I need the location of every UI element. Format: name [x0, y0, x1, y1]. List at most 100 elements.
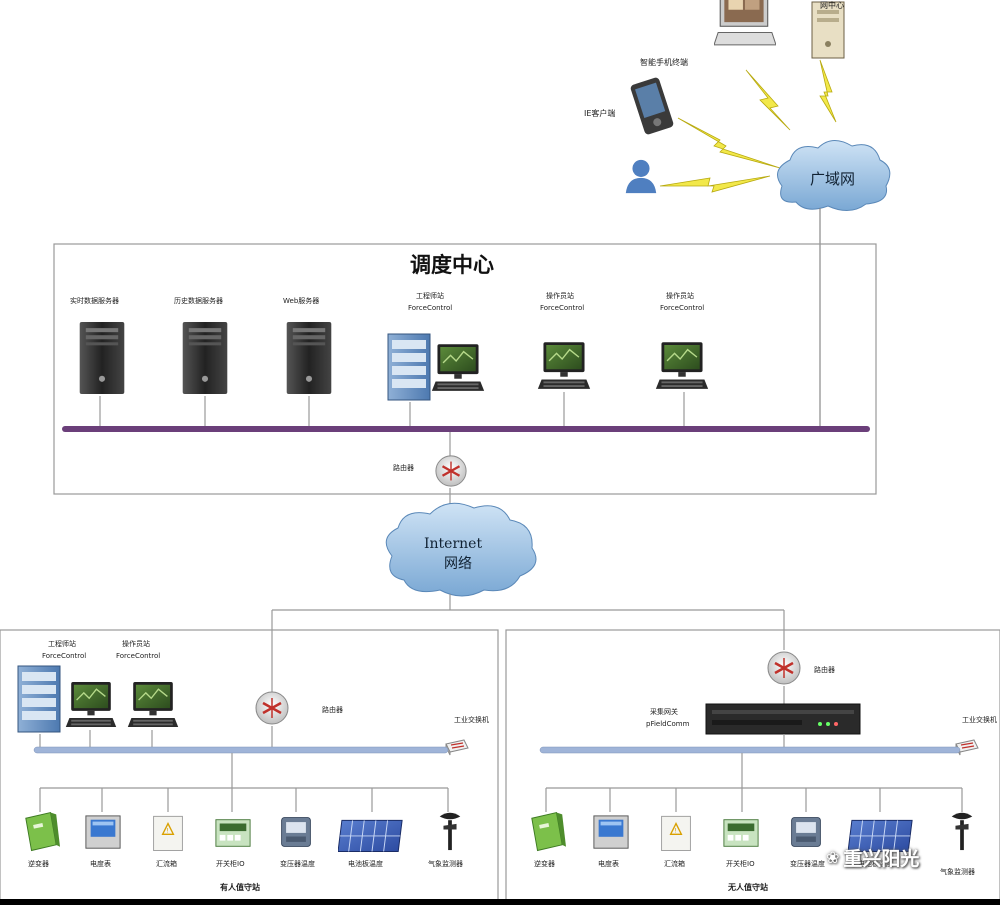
manned-station-title: 有人值守站	[220, 882, 260, 892]
internet-cloud-line2: 网络	[444, 556, 472, 572]
switch-label: 工业交换机	[962, 715, 997, 724]
manned-field-bus	[33, 746, 449, 754]
workstation-icon	[431, 343, 485, 392]
gateway-label: 采集网关	[650, 707, 678, 716]
server-label: Web服务器	[283, 296, 319, 305]
device-label: 开关柜IO	[726, 859, 755, 868]
workstation-sub: ForceControl	[540, 304, 584, 312]
dispatch-center-box	[53, 243, 877, 495]
router-icon	[434, 454, 468, 488]
switchgear-io-icon	[723, 819, 759, 847]
device-label: 电池板温度	[858, 859, 893, 868]
wan-cloud: 广域网	[777, 140, 891, 211]
device-label: 电池板温度	[348, 859, 383, 868]
server-label: 历史数据服务器	[174, 296, 223, 305]
unmanned-device-drops	[545, 788, 963, 812]
pda-icon	[629, 76, 675, 136]
wechat-icon: ❀	[826, 847, 840, 867]
device-label: 汇流箱	[664, 859, 685, 868]
device-label: 气象监测器	[428, 859, 463, 868]
switchgear-io-icon	[215, 819, 251, 847]
inverter-icon	[531, 812, 566, 852]
combiner-box-icon	[152, 815, 184, 852]
combiner-box-icon	[660, 815, 692, 852]
workstation-sub: ForceControl	[408, 304, 452, 312]
device-label: 变压器温度	[790, 859, 825, 868]
manned-drops-up	[39, 726, 273, 748]
lightning-icon	[745, 69, 791, 131]
router-label: 路由器	[814, 665, 835, 674]
bus-drops	[99, 392, 685, 428]
pda-label: 智能手机终端	[640, 57, 688, 67]
device-label: 逆变器	[534, 859, 555, 868]
lightning-links	[659, 59, 837, 193]
device-label: 开关柜IO	[216, 859, 245, 868]
meter-icon	[593, 815, 629, 849]
watermark: ❀ 重兴阳光	[826, 842, 986, 872]
lightning-icon	[819, 59, 837, 123]
server-label: 实时数据服务器	[70, 296, 119, 305]
server-tower-icon	[182, 322, 228, 394]
device-label: 电度表	[90, 859, 111, 868]
server-tower-icon	[79, 322, 125, 394]
dispatch-bus	[62, 426, 870, 432]
watermark-text: 重兴阳光	[843, 847, 920, 870]
router-label: 路由器	[393, 463, 414, 472]
lightning-icon	[659, 175, 771, 193]
router-icon	[766, 650, 802, 686]
workstation-label: 操作员站	[122, 639, 150, 648]
top-center-label: 网中心	[820, 0, 844, 10]
weather-station-icon	[439, 812, 461, 851]
user-icon	[625, 159, 657, 194]
workstation-icon	[655, 341, 709, 390]
switch-icon	[445, 739, 469, 756]
router-icon	[254, 690, 290, 726]
bottom-bar	[0, 899, 1000, 905]
ie-client-label: IE客户端	[584, 108, 615, 118]
workstation-label: 工程师站	[416, 291, 444, 300]
device-label: 气象监测器	[940, 867, 975, 876]
device-label: 电度表	[598, 859, 619, 868]
transformer-icon	[791, 817, 821, 847]
internet-cloud: Internet 网络	[385, 502, 537, 597]
distribution-lines	[271, 594, 785, 692]
remote-clients: 网中心 智能手机终端 IE客户端 广域网	[584, 0, 891, 428]
workstation-label: 工程师站	[48, 639, 76, 648]
workstation-label: 操作员站	[666, 291, 694, 300]
unmanned-field-bus	[539, 746, 961, 754]
manned-device-drops	[39, 788, 449, 812]
workstation-sub: ForceControl	[42, 652, 86, 660]
device-label: 逆变器	[28, 859, 49, 868]
server-tower-icon	[286, 322, 332, 394]
top-server-icon	[811, 1, 845, 59]
top-pc-icon	[714, 0, 776, 46]
unmanned-station-title: 无人值守站	[727, 882, 768, 892]
unmanned-station-box	[505, 629, 1000, 905]
blue-server-icon	[17, 665, 61, 733]
transformer-icon	[281, 817, 311, 847]
wan-cloud-label: 广域网	[810, 170, 855, 188]
manned-station: 工程师站 ForceControl 操作员站 ForceControl 路由器 …	[0, 629, 499, 905]
device-label: 变压器温度	[280, 859, 315, 868]
solar-panel-icon	[338, 819, 403, 852]
workstation-sub: ForceControl	[116, 652, 160, 660]
gateway-device	[705, 703, 861, 735]
unmanned-station: 路由器 采集网关 pFieldComm 工业交换机	[505, 629, 1000, 905]
workstation-sub: ForceControl	[660, 304, 704, 312]
router-label: 路由器	[322, 705, 343, 714]
dispatch-center-title: 调度中心	[410, 253, 494, 277]
gateway-sub: pFieldComm	[646, 720, 690, 728]
workstation-icon	[127, 681, 179, 728]
workstation-icon	[537, 341, 591, 390]
workstation-label: 操作员站	[546, 291, 574, 300]
workstation-icon	[65, 681, 117, 728]
dispatch-center: 调度中心 实时数据服务器 历史数据服务器 Web服务器 工程师站 ForceCo…	[53, 243, 877, 524]
manned-station-box	[0, 629, 499, 905]
internet-cloud-line1: Internet	[424, 536, 482, 552]
blue-server-icon	[387, 333, 431, 401]
meter-icon	[85, 815, 121, 849]
inverter-icon	[25, 812, 60, 852]
switch-label: 工业交换机	[454, 715, 489, 724]
lightning-icon	[677, 117, 781, 169]
